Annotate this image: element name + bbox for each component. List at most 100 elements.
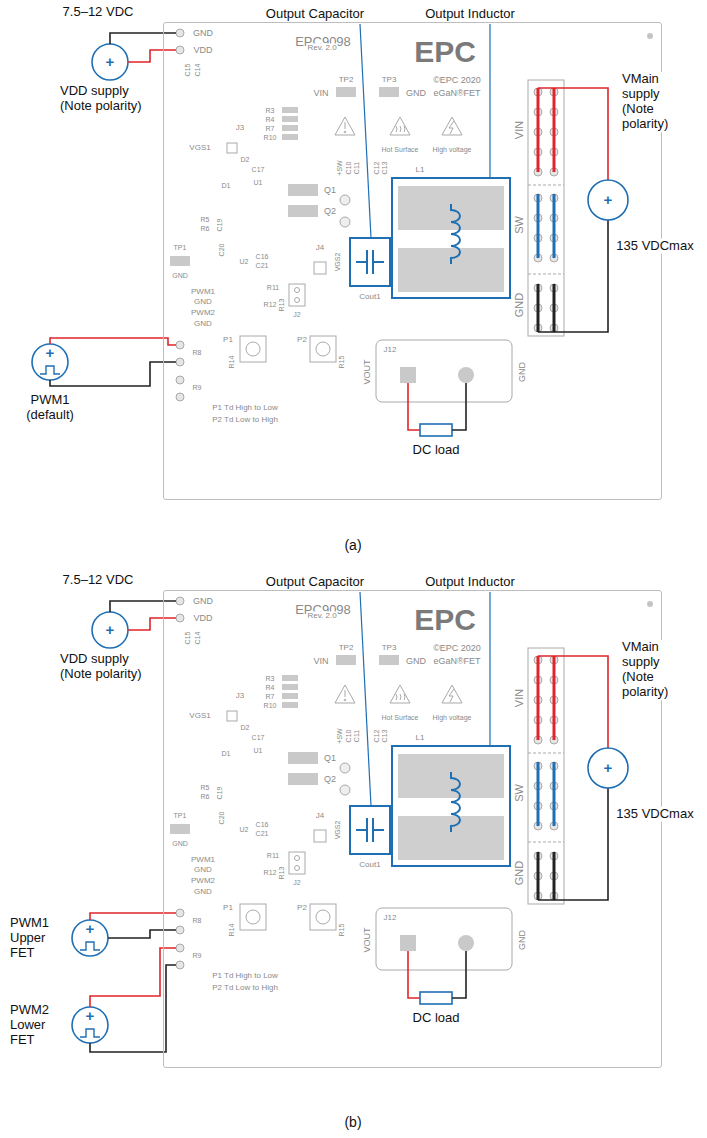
silkscreen-label: P1 Td High to Low [211, 403, 279, 412]
silkscreen-label: ©EPC 2020 [432, 643, 482, 653]
pulse-source-symbol [72, 920, 108, 956]
load-label: DC load [412, 1011, 461, 1026]
voltage-label: 135 VDCmax [615, 807, 694, 822]
silkscreen-label: R14 [228, 355, 236, 370]
silkscreen-label: TP3 [381, 75, 398, 84]
silkscreen-label: C15 [184, 631, 192, 646]
panel-a-artwork [92, 22, 662, 500]
silkscreen-label: Q1 [323, 753, 337, 763]
silkscreen-label: C12 [373, 161, 381, 176]
silkscreen-label: R11 [266, 852, 280, 860]
silkscreen-label: J12 [383, 345, 398, 354]
silkscreen-label: R15 [338, 355, 346, 370]
silkscreen-label: C14 [194, 63, 202, 78]
silkscreen-label: eGaN®FET [432, 88, 481, 98]
silkscreen-label: Hot Surface [381, 714, 420, 722]
silkscreen-label: C17 [251, 166, 266, 174]
silkscreen-label: PWM1 [190, 287, 216, 296]
silkscreen-label: R3 [265, 675, 276, 683]
silkscreen-label: GND [513, 292, 526, 318]
supply-label: VMain supply (Note polarity) [621, 640, 687, 700]
silkscreen-label: GND [171, 840, 189, 848]
silkscreen-label: C14 [194, 631, 202, 646]
signal-wire [50, 362, 176, 386]
silkscreen-label: ©EPC 2020 [432, 75, 482, 85]
silkscreen-label: VIN [312, 88, 329, 98]
silkscreen-label: VOUT [362, 926, 372, 953]
silkscreen-label: P2 Td Low to High [211, 415, 279, 424]
signal-wire [108, 930, 176, 938]
panel-label: (b) [343, 1114, 362, 1130]
silkscreen-label: GND [193, 865, 213, 874]
silkscreen-label: +SW [336, 727, 344, 744]
silkscreen-label: D2 [240, 724, 251, 732]
silkscreen-label: P2 [296, 335, 308, 344]
callout-label: Output Inductor [424, 7, 516, 22]
pulse-symbol [80, 942, 100, 950]
source-label: PWM1 (default) [14, 393, 86, 423]
silkscreen-label: C20 [218, 811, 226, 826]
silkscreen-label: VDD [192, 45, 213, 55]
pulse-source-symbol [72, 1007, 108, 1043]
silkscreen-label: R6 [200, 793, 211, 801]
silkscreen-label: C19 [216, 786, 224, 801]
silkscreen-label: VGS2 [334, 820, 342, 841]
silkscreen-label: C11 [353, 729, 361, 743]
voltage-label: 7.5–12 VDC [62, 5, 135, 20]
callout-label: Output Capacitor [265, 7, 365, 22]
silkscreen-label: GND [171, 272, 189, 280]
silkscreen-label: C10 [345, 161, 353, 176]
silkscreen-label: R14 [228, 923, 236, 938]
pulse-source-symbol [32, 344, 68, 380]
silkscreen-label: P1 [222, 335, 234, 344]
silkscreen-label: U2 [239, 826, 250, 834]
silkscreen-label: GND [513, 860, 526, 886]
pulse-symbol [80, 1029, 100, 1037]
silkscreen-label: C15 [184, 63, 192, 78]
silkscreen-label: SW [513, 215, 526, 235]
silkscreen-label: R4 [265, 116, 276, 124]
silkscreen-label: GND [192, 28, 214, 38]
silkscreen-label: D1 [221, 750, 232, 758]
polarity-sign: + [603, 759, 614, 776]
silkscreen-label: R5 [200, 216, 211, 224]
silkscreen-label: GND [192, 596, 214, 606]
silkscreen-label: VGS1 [188, 711, 211, 720]
silkscreen-label: U1 [253, 747, 264, 755]
silkscreen-label: U2 [239, 258, 250, 266]
silkscreen-label: L1 [415, 165, 426, 174]
silkscreen-label: eGaN®FET [432, 656, 481, 666]
silkscreen-label: D1 [221, 182, 232, 190]
silkscreen-label: C17 [251, 734, 266, 742]
silkscreen-label: J2 [292, 311, 301, 319]
signal-wire [50, 338, 176, 345]
silkscreen-label: PWM2 [190, 308, 216, 317]
silkscreen-label: R5 [200, 784, 211, 792]
silkscreen-label: J3 [235, 691, 245, 700]
supply-label: VDD supply (Note polarity) [59, 652, 161, 682]
silkscreen-label: PWM1 [190, 855, 216, 864]
silkscreen-label: R8 [192, 917, 203, 925]
silkscreen-label: R11 [266, 284, 280, 292]
silkscreen-label: R15 [338, 923, 346, 938]
polarity-sign: + [85, 1007, 96, 1024]
silkscreen-label: VGS1 [188, 143, 211, 152]
silkscreen-label: GND [193, 319, 213, 328]
silkscreen-label: R7 [265, 693, 276, 701]
silkscreen-label: Q1 [323, 185, 337, 195]
silkscreen-label: C21 [255, 830, 270, 838]
silkscreen-label: Cout1 [358, 860, 381, 869]
silkscreen-label: P1 [222, 903, 234, 912]
silkscreen-label: SW [513, 783, 526, 803]
silkscreen-label: GND [405, 88, 427, 98]
silkscreen-label: C20 [218, 243, 226, 258]
callout-label: Output Capacitor [265, 575, 365, 590]
silkscreen-label: P1 Td High to Low [211, 971, 279, 980]
voltage-label: 7.5–12 VDC [62, 573, 135, 588]
silkscreen-label: C10 [345, 729, 353, 744]
silkscreen-label: GND [517, 361, 527, 383]
silkscreen-label: C16 [255, 821, 270, 829]
silkscreen-label: TP2 [338, 643, 355, 652]
silkscreen-label: High voltage [432, 146, 473, 154]
silkscreen-label: U1 [253, 179, 264, 187]
